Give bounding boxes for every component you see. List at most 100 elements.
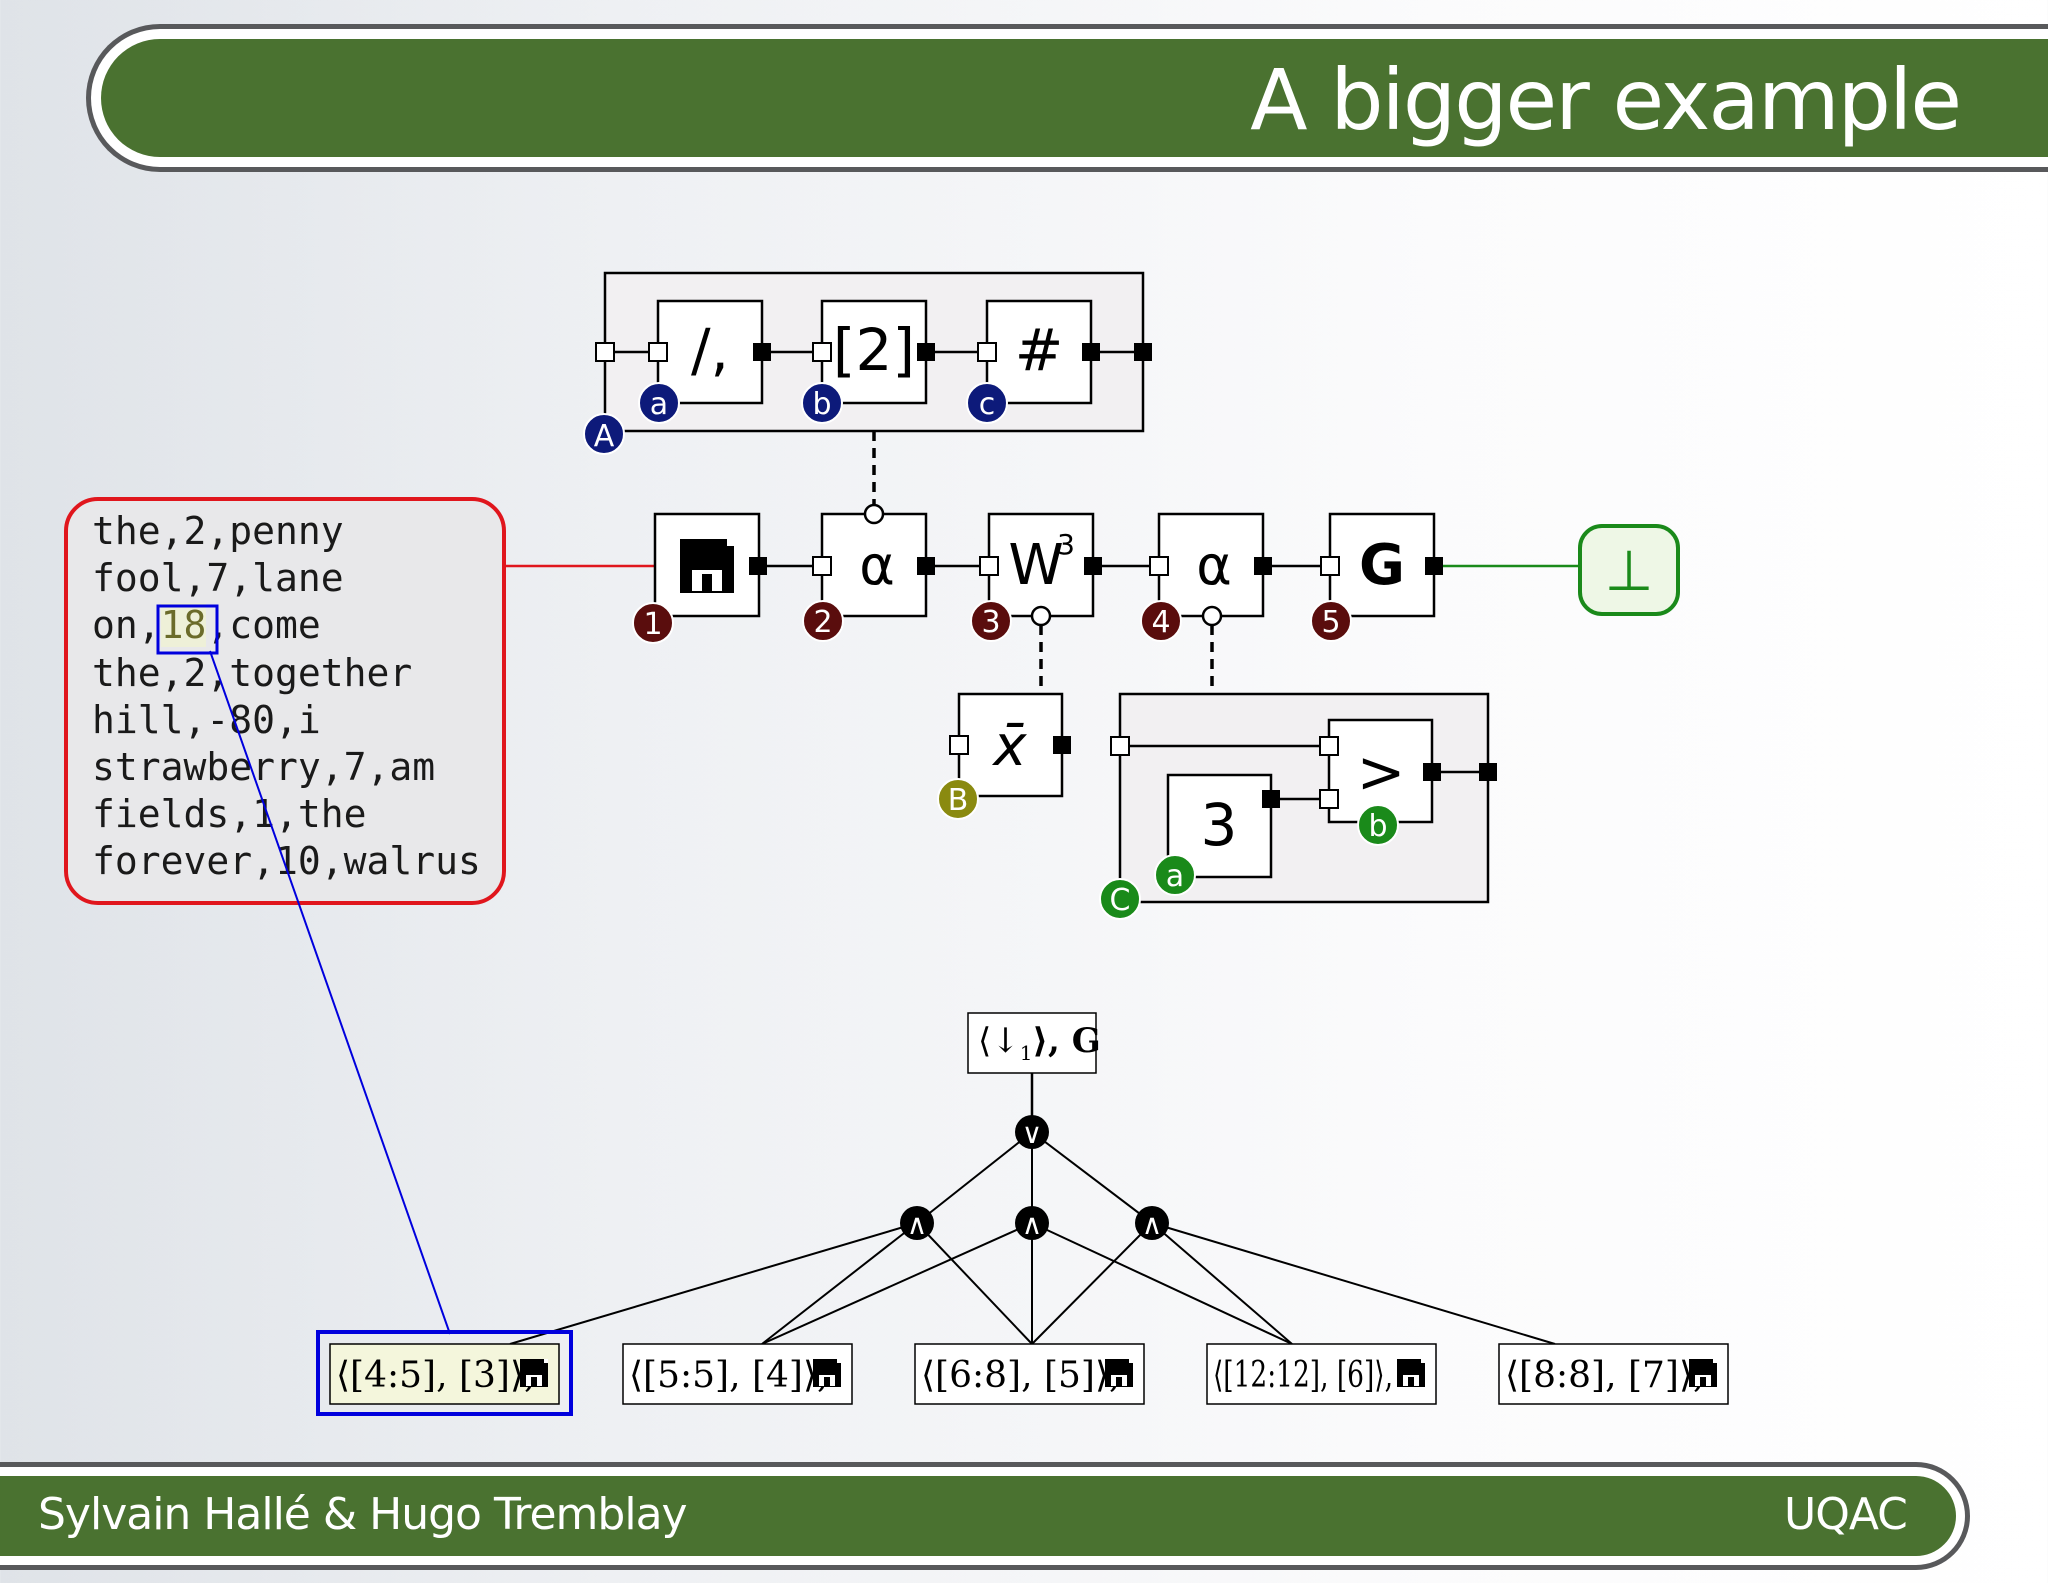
fetch-symbol: [2] — [833, 316, 915, 384]
output-port — [1423, 763, 1441, 781]
group-input-port — [595, 342, 615, 362]
label-circle — [801, 382, 843, 424]
tree-leaf-text: ⟨[12:12], [6]⟩, — [1213, 1355, 1393, 1396]
input-port — [1319, 736, 1339, 756]
highlight-link-line — [209, 650, 451, 1335]
footer-banner-fill — [0, 1476, 1956, 1556]
comparator-symbol: > — [1357, 738, 1406, 806]
slide-title: A bigger example — [1250, 51, 1962, 149]
label-text: A — [594, 419, 615, 454]
label-circle — [638, 382, 680, 424]
save-icon — [1397, 1359, 1425, 1387]
label-text: C — [1110, 883, 1131, 918]
and-node — [1015, 1206, 1049, 1240]
function-port — [1201, 605, 1223, 627]
verdict-box — [1578, 524, 1680, 616]
output-port — [1262, 790, 1280, 808]
label-text: b — [812, 387, 831, 422]
label-circle — [1099, 878, 1141, 920]
label-text: 4 — [1151, 605, 1170, 640]
output-port — [1425, 557, 1443, 575]
save-icon — [680, 539, 734, 593]
label-text: B — [948, 783, 969, 818]
tree-root-box — [967, 1012, 1097, 1074]
footer-affiliation: UQAC — [1784, 1489, 1908, 1540]
split-symbol: /, — [691, 316, 729, 384]
globally-symbol: G — [1359, 533, 1405, 598]
label-text: 1 — [643, 607, 662, 642]
or-node — [1015, 1115, 1049, 1149]
output-port — [917, 557, 935, 575]
input-port — [1320, 556, 1340, 576]
and-symbol: ∧ — [1142, 1208, 1163, 1241]
alpha-symbol: α — [859, 534, 895, 597]
label-text: a — [650, 387, 668, 422]
average-symbol: x̄ — [991, 714, 1027, 779]
output-port — [749, 557, 767, 575]
input-port — [977, 342, 997, 362]
label-text: 5 — [1321, 605, 1340, 640]
csv-data-box — [64, 497, 506, 905]
input-port — [812, 342, 832, 362]
label-circle — [937, 778, 979, 820]
csv-line: hill,-80,i — [92, 697, 321, 742]
globally-processor — [1328, 512, 1436, 618]
group-output-port — [1479, 763, 1497, 781]
tree-root-subscript: 1 — [1020, 1041, 1033, 1065]
window-symbol: W — [1008, 533, 1063, 598]
average-processor — [957, 692, 1064, 798]
input-port — [1319, 789, 1339, 809]
alpha-symbol: α — [1196, 534, 1232, 597]
tree-root-prefix: ⟨↓ — [978, 1021, 1020, 1061]
tree-leaf-text: ⟨[5:5], [4]⟩, — [629, 1355, 828, 1396]
output-port — [1084, 557, 1102, 575]
csv-line: on,18,come — [92, 603, 321, 648]
window-processor — [987, 512, 1095, 618]
csv-line: strawberry,7,am — [92, 744, 436, 789]
tree-leaf-text: ⟨[6:8], [5]⟩, — [921, 1355, 1120, 1396]
input-port — [648, 342, 668, 362]
output-port — [917, 343, 935, 361]
label-text: a — [1166, 859, 1184, 894]
input-port — [949, 735, 969, 755]
or-symbol: ∨ — [1022, 1117, 1043, 1150]
label-circle — [1140, 600, 1182, 642]
csv-line: fields,1,the — [92, 792, 367, 837]
highlighted-value: 18 — [160, 603, 207, 648]
label-circle — [632, 602, 674, 644]
csv-line: the,2,penny — [92, 509, 344, 553]
tree-root-suffix: ⟩, G — [1033, 1021, 1101, 1061]
and-node — [900, 1206, 934, 1240]
footer-authors: Sylvain Hallé & Hugo Tremblay — [38, 1489, 688, 1540]
value-highlight-box — [156, 604, 219, 655]
tree-root-text: ⟨↓1⟩, G — [978, 1021, 1101, 1065]
input-port — [1149, 556, 1169, 576]
tree-leaf-text: ⟨[8:8], [7]⟩, — [1505, 1355, 1704, 1396]
function-port — [1030, 605, 1052, 627]
csv-line: fool,7,lane — [92, 556, 344, 601]
output-port — [1082, 343, 1100, 361]
output-port — [753, 343, 771, 361]
label-circle — [1154, 854, 1196, 896]
and-symbol: ∧ — [907, 1208, 928, 1241]
save-icon — [1105, 1359, 1133, 1387]
tree-leaf-text: ⟨[4:5], [3]⟩, — [336, 1355, 535, 1396]
and-node — [1135, 1206, 1169, 1240]
label-text: 3 — [981, 605, 1000, 640]
save-icon — [520, 1359, 548, 1387]
title-banner-fill — [101, 39, 2048, 157]
label-circle — [583, 413, 625, 455]
label-circle — [966, 382, 1008, 424]
label-text: b — [1368, 809, 1387, 844]
input-port — [812, 556, 832, 576]
function-port — [863, 503, 885, 525]
verdict-symbol: ⊥ — [1605, 539, 1654, 604]
group-output-port — [1134, 343, 1152, 361]
label-circle — [970, 600, 1012, 642]
input-port — [979, 556, 999, 576]
save-icon — [1689, 1359, 1717, 1387]
footer-banner — [0, 1462, 1970, 1570]
label-circle — [802, 600, 844, 642]
label-text: c — [979, 387, 996, 422]
csv-line: the,2,together — [92, 650, 413, 695]
